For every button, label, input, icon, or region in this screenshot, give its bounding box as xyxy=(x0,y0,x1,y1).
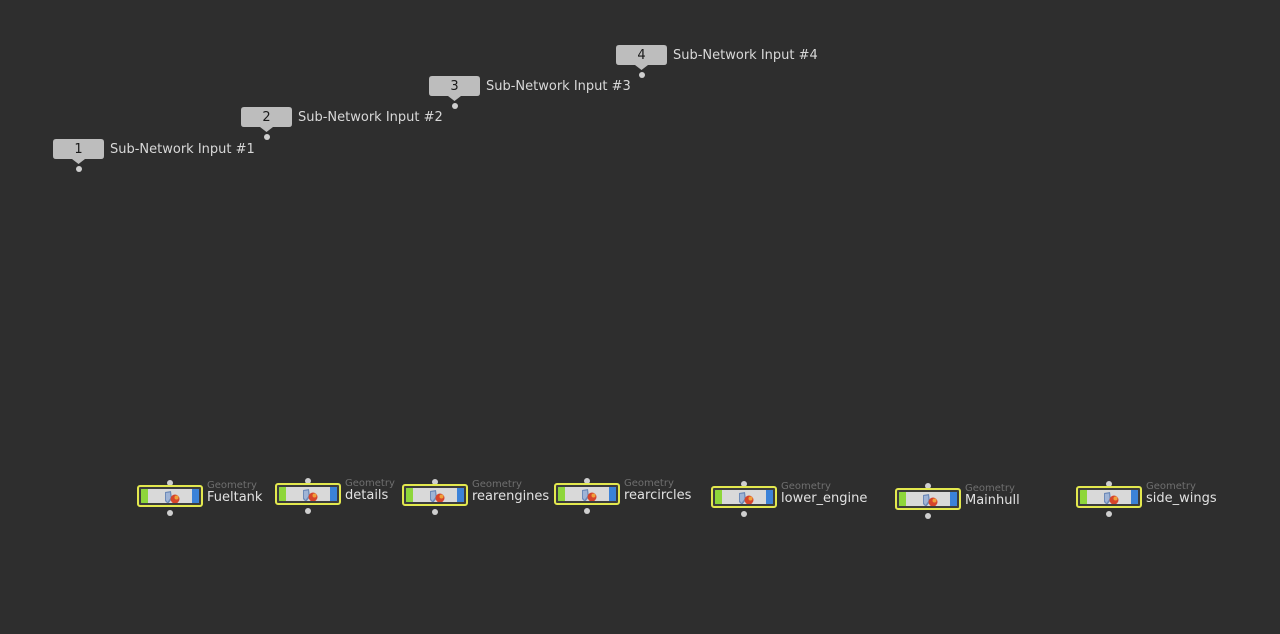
render-flag[interactable] xyxy=(1131,490,1138,504)
output-connector[interactable] xyxy=(741,511,747,517)
subnet-input-number: 2 xyxy=(262,110,271,125)
output-connector[interactable] xyxy=(584,508,590,514)
geometry-node-side-wings[interactable]: Geometry side_wings xyxy=(1076,481,1256,521)
output-connector[interactable] xyxy=(1106,511,1112,517)
node-name-label[interactable]: Mainhull xyxy=(965,493,1020,508)
geometry-node-rearcircles[interactable]: Geometry rearcircles xyxy=(554,478,734,518)
subnet-input-label: Sub-Network Input #4 xyxy=(673,48,818,63)
geometry-object-icon xyxy=(580,488,598,501)
output-connector[interactable] xyxy=(76,166,82,172)
geometry-object-icon xyxy=(428,489,446,502)
output-connector[interactable] xyxy=(432,509,438,515)
geometry-node-mainhull[interactable]: Geometry Mainhull xyxy=(895,483,1075,523)
input-connector[interactable] xyxy=(584,478,590,484)
render-flag[interactable] xyxy=(457,488,464,502)
node-body[interactable] xyxy=(554,483,620,505)
input-connector[interactable] xyxy=(432,479,438,485)
subnet-input-tab[interactable]: 3 xyxy=(429,76,480,102)
output-connector[interactable] xyxy=(264,134,270,140)
node-type-label: Geometry xyxy=(345,478,395,489)
output-connector[interactable] xyxy=(639,72,645,78)
geometry-node-details[interactable]: Geometry details xyxy=(275,478,455,518)
input-connector[interactable] xyxy=(925,483,931,489)
output-connector[interactable] xyxy=(167,510,173,516)
node-type-label: Geometry xyxy=(624,478,674,489)
subnet-input-2[interactable]: 2 Sub-Network Input #2 xyxy=(241,107,521,147)
geometry-object-icon xyxy=(921,493,939,506)
geometry-object-icon xyxy=(301,488,319,501)
node-body[interactable] xyxy=(1076,486,1142,508)
display-flag[interactable] xyxy=(406,488,413,502)
subnet-input-tab[interactable]: 1 xyxy=(53,139,104,165)
render-flag[interactable] xyxy=(330,487,337,501)
subnet-input-number: 1 xyxy=(74,142,83,157)
node-body[interactable] xyxy=(137,485,203,507)
subnet-input-label: Sub-Network Input #1 xyxy=(110,142,255,157)
subnet-input-4[interactable]: 4 Sub-Network Input #4 xyxy=(616,45,896,85)
node-name-label[interactable]: side_wings xyxy=(1146,491,1217,506)
render-flag[interactable] xyxy=(192,489,199,503)
subnet-input-number: 3 xyxy=(450,79,459,94)
node-type-label: Geometry xyxy=(965,483,1015,494)
output-connector[interactable] xyxy=(925,513,931,519)
subnet-input-number: 4 xyxy=(637,48,646,63)
node-name-label[interactable]: rearengines xyxy=(472,489,550,504)
input-connector[interactable] xyxy=(1106,481,1112,487)
geometry-object-icon xyxy=(737,491,755,504)
input-connector[interactable] xyxy=(167,480,173,486)
subnet-input-3[interactable]: 3 Sub-Network Input #3 xyxy=(429,76,709,116)
node-type-label: Geometry xyxy=(1146,481,1196,492)
output-connector[interactable] xyxy=(452,103,458,109)
node-type-label: Geometry xyxy=(781,481,831,492)
geometry-object-icon xyxy=(1102,491,1120,504)
geometry-node-fueltank[interactable]: Geometry Fueltank xyxy=(137,480,317,520)
node-body[interactable] xyxy=(895,488,961,510)
display-flag[interactable] xyxy=(558,487,565,501)
display-flag[interactable] xyxy=(715,490,722,504)
node-body[interactable] xyxy=(402,484,468,506)
input-connector[interactable] xyxy=(305,478,311,484)
subnet-input-label: Sub-Network Input #3 xyxy=(486,79,631,94)
subnet-input-tab[interactable]: 4 xyxy=(616,45,667,71)
render-flag[interactable] xyxy=(766,490,773,504)
geometry-node-lower-engine[interactable]: Geometry lower_engine xyxy=(711,481,891,521)
subnet-input-tab[interactable]: 2 xyxy=(241,107,292,133)
display-flag[interactable] xyxy=(141,489,148,503)
input-connector[interactable] xyxy=(741,481,747,487)
geometry-object-icon xyxy=(163,490,181,503)
subnet-input-1[interactable]: 1 Sub-Network Input #1 xyxy=(53,139,333,179)
node-name-label[interactable]: details xyxy=(345,488,389,503)
subnet-input-label: Sub-Network Input #2 xyxy=(298,110,443,125)
node-type-label: Geometry xyxy=(472,479,522,490)
node-body[interactable] xyxy=(711,486,777,508)
node-name-label[interactable]: Fueltank xyxy=(207,490,263,505)
node-name-label[interactable]: lower_engine xyxy=(781,491,868,506)
display-flag[interactable] xyxy=(1080,490,1087,504)
geometry-node-rearengines[interactable]: Geometry rearengines xyxy=(402,479,582,519)
output-connector[interactable] xyxy=(305,508,311,514)
render-flag[interactable] xyxy=(609,487,616,501)
display-flag[interactable] xyxy=(279,487,286,501)
node-body[interactable] xyxy=(275,483,341,505)
node-name-label[interactable]: rearcircles xyxy=(624,488,692,503)
node-type-label: Geometry xyxy=(207,480,257,491)
render-flag[interactable] xyxy=(950,492,957,506)
display-flag[interactable] xyxy=(899,492,906,506)
